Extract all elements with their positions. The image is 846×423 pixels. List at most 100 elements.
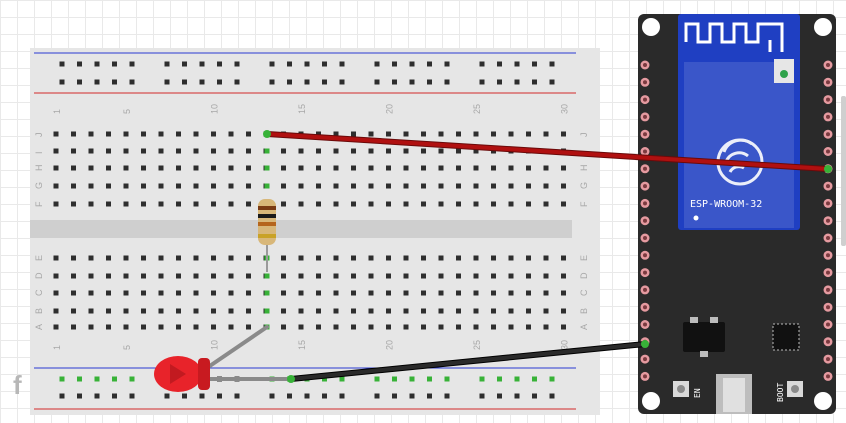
row-letter: J (579, 133, 589, 138)
breadboard-hole (456, 131, 461, 137)
column-number: 1 (52, 345, 62, 350)
breadboard-hole (281, 183, 286, 189)
black-wire[interactable] (289, 342, 647, 381)
breadboard-hole (53, 201, 59, 207)
rail-hole (322, 61, 327, 67)
breadboard-hole (246, 165, 251, 171)
connected-rail-hole (497, 376, 502, 382)
rail-hole (77, 61, 82, 67)
rail-hole (392, 393, 397, 399)
breadboard-hole (473, 255, 479, 261)
breadboard-hole (228, 324, 234, 330)
breadboard-hole (368, 201, 374, 207)
row-letter: F (34, 201, 44, 207)
esp32-pin-hole (643, 97, 647, 102)
breadboard-hole (71, 165, 76, 171)
breadboard-hole (158, 201, 164, 207)
regulator-tab (690, 317, 698, 323)
rail-hole (479, 79, 485, 85)
breadboard-hole (526, 308, 531, 314)
resistor[interactable] (258, 199, 276, 245)
breadboard-hole (543, 165, 549, 171)
connected-rail-hole (112, 376, 117, 382)
breadboard-hole (368, 183, 374, 189)
mount-hole-br (814, 392, 832, 410)
breadboard-hole (123, 255, 129, 261)
breadboard-hole (526, 183, 531, 189)
breadboard-hole (403, 290, 409, 296)
connected-hole (264, 308, 270, 314)
column-number: 15 (297, 104, 307, 114)
esp32-pin-hole (643, 80, 647, 85)
breadboard-hole (456, 255, 461, 261)
breadboard-hole (316, 290, 321, 296)
breadboard-hole (141, 273, 146, 279)
red-led[interactable] (154, 356, 210, 392)
breadboard-hole (473, 273, 479, 279)
breadboard-hole (508, 290, 514, 296)
breadboard-hole (386, 255, 391, 261)
breadboard-hole (543, 255, 549, 261)
breadboard-hole (403, 183, 409, 189)
red-wire[interactable] (265, 132, 830, 171)
esp32-pin-hole (643, 322, 647, 327)
rail-hole (497, 393, 502, 399)
rail-hole (374, 79, 380, 85)
resistor-band-2 (258, 214, 276, 218)
esp32-devkit[interactable]: ESP-WROOM-32 EN BOOT (638, 14, 836, 414)
breadboard-hole (333, 324, 339, 330)
breadboard-hole (543, 324, 549, 330)
breadboard-hole (71, 183, 76, 189)
breadboard-hole (368, 273, 374, 279)
esp32-pin-hole (643, 114, 647, 119)
led-rim (198, 358, 210, 390)
breadboard-hole (71, 148, 76, 154)
breadboard-hole (71, 255, 76, 261)
breadboard-hole (473, 131, 479, 137)
breadboard-hole (333, 290, 339, 296)
rail-hole (497, 79, 502, 85)
breadboard-hole (456, 273, 461, 279)
breadboard-hole (228, 290, 234, 296)
breadboard-hole (88, 148, 94, 154)
breadboard-hole (193, 148, 199, 154)
breadboard-hole (141, 165, 146, 171)
connected-rail-hole (322, 376, 327, 382)
breadboard-hole (351, 273, 356, 279)
breadboard-hole (421, 290, 426, 296)
breadboard-hole (228, 131, 234, 137)
breadboard-hole (246, 273, 251, 279)
breadboard-hole (561, 255, 566, 261)
breadboard-hole (193, 165, 199, 171)
esp32-pin-hole (826, 201, 830, 206)
rail-hole (77, 393, 82, 399)
breadboard-hole (211, 290, 216, 296)
red-wire-end-a (263, 130, 271, 138)
breadboard-hole (106, 148, 111, 154)
rail-hole (409, 79, 415, 85)
breadboard-hole (123, 273, 129, 279)
esp32-pin-hole (643, 357, 647, 362)
breadboard-hole (351, 290, 356, 296)
breadboard-hole (246, 255, 251, 261)
row-letter: I (34, 151, 44, 154)
connected-rail-hole (59, 376, 65, 382)
breadboard-hole (106, 131, 111, 137)
column-number: 30 (560, 340, 570, 350)
breadboard-hole (106, 165, 111, 171)
breadboard-hole (211, 255, 216, 261)
connected-rail-hole (374, 376, 380, 382)
rail-hole (304, 393, 310, 399)
breadboard-hole (71, 201, 76, 207)
rail-hole (77, 79, 82, 85)
row-letter: H (34, 165, 44, 172)
vertical-scrollbar[interactable] (841, 96, 846, 246)
breadboard-hole (491, 324, 496, 330)
breadboard-hole (123, 183, 129, 189)
breadboard-hole (491, 308, 496, 314)
breadboard-hole (176, 308, 181, 314)
breadboard-hole (141, 201, 146, 207)
breadboard[interactable]: 115510101515202025253030JJIIHHGGFFEEDDCC… (30, 48, 600, 415)
breadboard-hole (53, 308, 59, 314)
boot-button-label: BOOT (776, 383, 785, 402)
